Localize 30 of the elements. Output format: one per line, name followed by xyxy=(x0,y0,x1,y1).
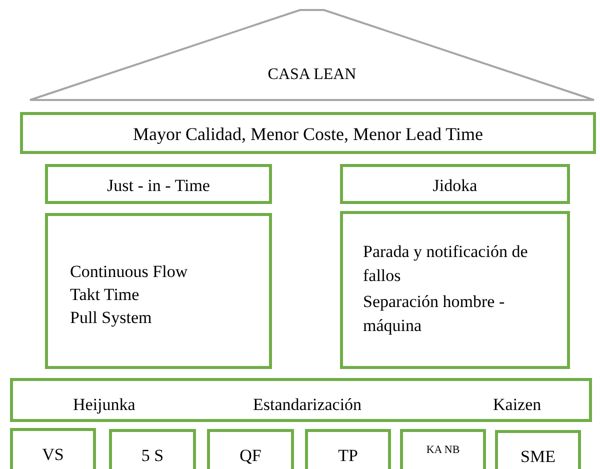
pillar-box xyxy=(45,213,272,369)
pillar-header xyxy=(340,164,570,204)
foundation-item: Estandarización xyxy=(253,395,362,415)
foundation-item: Heijunka xyxy=(73,395,136,415)
roof-title: CASA LEAN xyxy=(266,66,358,84)
pillar-item: Takt Time xyxy=(70,284,140,306)
tool-label: SME xyxy=(520,447,556,467)
pillar-item: Separación hombre - máquina xyxy=(363,291,506,337)
tool-label: KA NB xyxy=(425,444,461,456)
tool-box xyxy=(495,430,581,469)
pillar-header xyxy=(45,164,272,204)
tool-label: QF xyxy=(238,446,262,466)
tool-box xyxy=(109,429,196,469)
foundation-band xyxy=(10,378,592,422)
foundation-item: Kaizen xyxy=(493,395,542,415)
pillar-item: Continuous Flow xyxy=(70,261,189,283)
tool-box xyxy=(400,429,486,469)
pillar-box xyxy=(340,211,570,369)
goal-band xyxy=(20,112,596,154)
tool-box xyxy=(305,429,391,469)
pillar-item: Parada y notificación de fallos xyxy=(363,241,529,287)
pillar-title: Jidoka xyxy=(432,176,478,196)
tool-label: VS xyxy=(41,445,65,465)
tool-label: 5 S xyxy=(140,446,165,466)
tool-box xyxy=(207,429,294,469)
goal-text: Mayor Calidad, Menor Coste, Menor Lead Time xyxy=(132,124,484,145)
tool-box xyxy=(10,428,96,469)
pillar-item: Pull System xyxy=(70,307,153,329)
pillar-title: Just - in - Time xyxy=(106,176,211,196)
tool-label: TP xyxy=(337,446,359,466)
